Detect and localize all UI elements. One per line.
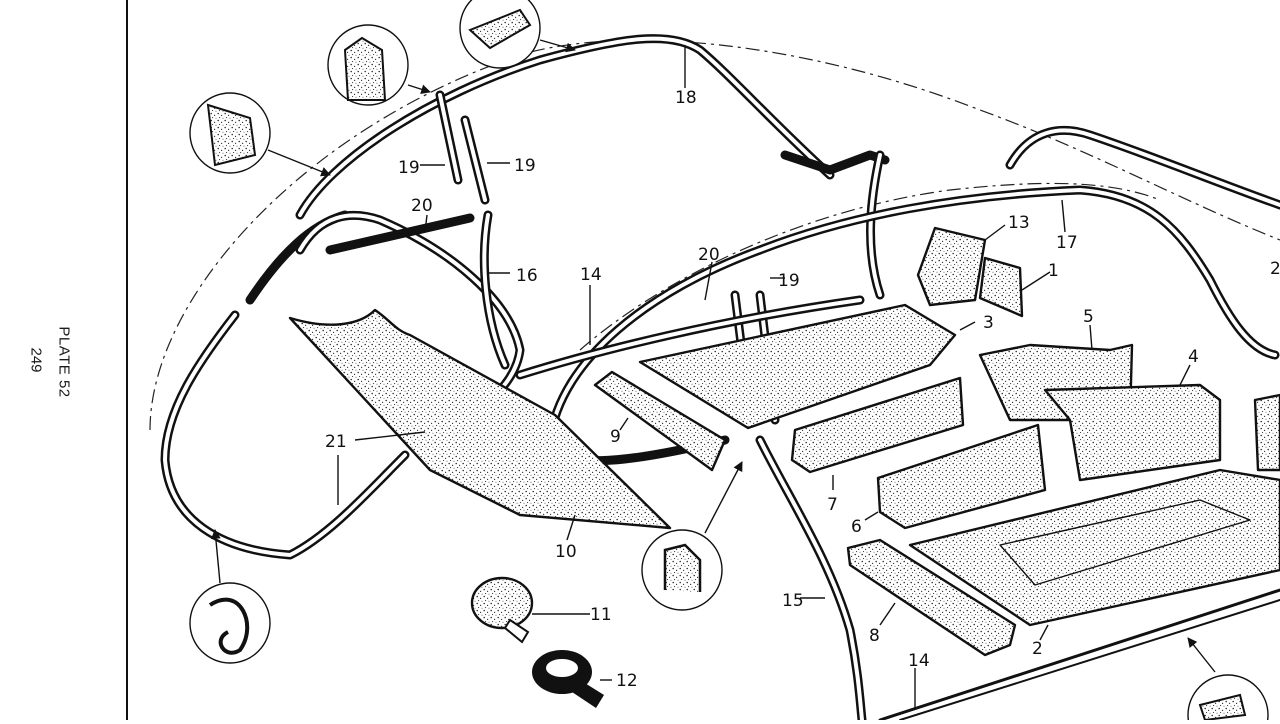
detail-bubble-pillar-profile <box>327 24 431 106</box>
callout-3: 3 <box>983 313 994 333</box>
part-2-floor-board <box>908 468 1280 627</box>
callout-15: 15 <box>782 591 804 611</box>
part-6-panel <box>876 423 1047 530</box>
part-10-side-panel <box>288 308 672 530</box>
plate-title: PLATE 52 <box>55 326 73 398</box>
door-outline-dashed <box>579 182 1161 351</box>
part-16-quarter-window-seal <box>295 210 525 450</box>
callout-9: 9 <box>610 427 621 447</box>
callout-13: 13 <box>1008 213 1030 233</box>
detail-bubble-channel-profile <box>189 92 331 177</box>
part-14-sill-trim <box>515 295 1280 722</box>
part-7-panel <box>790 376 965 474</box>
callout-18: 18 <box>675 88 697 108</box>
part-1-panel <box>978 256 1024 318</box>
part-8-sill-channel <box>846 538 1017 657</box>
detail-bubble-top-profile <box>459 0 576 69</box>
page-number: 249 <box>27 347 45 373</box>
detail-bubble-u-profile <box>641 461 743 611</box>
callout-12: 12 <box>616 671 638 691</box>
callout-8: 8 <box>869 626 880 646</box>
part-15-door-shut-seal <box>755 435 867 724</box>
part-4-panel <box>1043 383 1222 482</box>
callout-6: 6 <box>851 517 862 537</box>
callout-16: 16 <box>516 266 538 286</box>
callout-2: 2 <box>1270 259 1280 279</box>
part-2-inner-outline <box>999 499 1251 586</box>
part-3-floor-panel <box>638 303 957 430</box>
callout-20: 20 <box>698 245 720 265</box>
callout-10: 10 <box>555 542 577 562</box>
body-outline-dashed <box>149 39 1280 431</box>
part-18-door-top-seal <box>295 34 890 300</box>
part-12-screw <box>532 650 604 708</box>
callout-2: 2 <box>1032 639 1043 659</box>
part-13-panel <box>916 226 987 307</box>
callout-14: 14 <box>580 265 602 285</box>
callout-labels: 18 19 19 20 16 14 20 19 13 17 1 3 5 4 2 … <box>325 88 1280 691</box>
callout-11: 11 <box>590 605 612 625</box>
callout-19: 19 <box>514 156 536 176</box>
part-edge-panel <box>1253 393 1280 472</box>
detail-bubble-hook-profile <box>189 529 271 664</box>
callout-14: 14 <box>908 651 930 671</box>
callout-20: 20 <box>411 196 433 216</box>
callout-19: 19 <box>398 158 420 178</box>
part-9-channel <box>593 370 727 472</box>
callout-4: 4 <box>1188 347 1199 367</box>
part-17-rear-door-seal <box>545 125 1280 466</box>
detail-bubble-edge-profile <box>1187 637 1269 724</box>
callout-5: 5 <box>1083 307 1094 327</box>
leader-lines <box>337 45 1191 710</box>
callout-17: 17 <box>1056 233 1078 253</box>
callout-19: 19 <box>778 271 800 291</box>
part-11-fastener <box>470 576 534 644</box>
callout-7: 7 <box>827 495 838 515</box>
callout-1: 1 <box>1048 261 1059 281</box>
callout-21: 21 <box>325 432 347 452</box>
